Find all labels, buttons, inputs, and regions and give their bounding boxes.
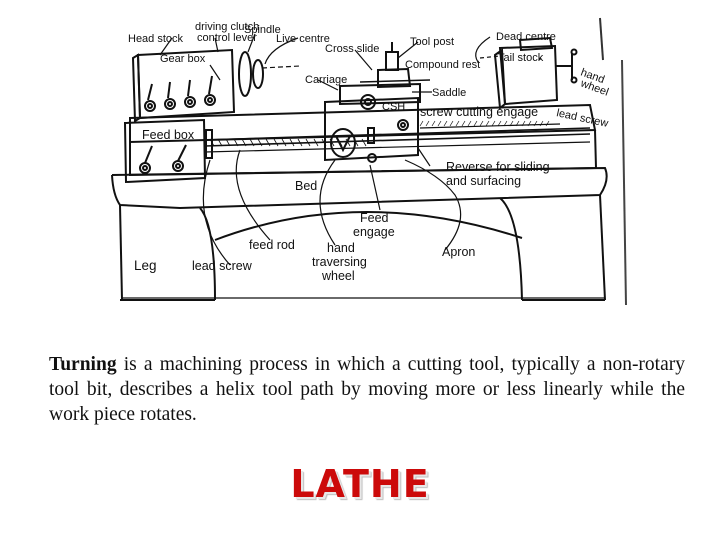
label-spindle: Spindle — [244, 24, 281, 36]
label-cross-slide: Cross slide — [325, 43, 379, 55]
caption-term: Turning — [49, 354, 117, 375]
label-dead-centre: Dead centre — [496, 31, 556, 43]
pointer-lines — [159, 33, 541, 266]
label-leg: Leg — [134, 258, 157, 273]
lathe-diagram: Head stock driving clutch control lever … — [111, 17, 627, 306]
tail-stock — [479, 36, 578, 110]
label-live-centre: Live centre — [276, 33, 330, 45]
label-lead-screw-top: lead screw — [555, 107, 609, 130]
label-hand-traversing-line3: wheel — [321, 269, 355, 283]
lead-screw — [204, 120, 591, 153]
label-saddle: Saddle — [432, 87, 466, 99]
label-head-stock: Head stock — [128, 33, 184, 45]
label-apron: Apron — [442, 245, 475, 259]
label-screw-cutting-engage: screw cutting engage — [420, 105, 538, 119]
label-tool-post: Tool post — [410, 36, 454, 48]
label-lead-screw-bottom: lead screw — [192, 259, 253, 273]
carriage — [324, 82, 421, 163]
label-compound-rest: Compound rest — [405, 59, 480, 71]
label-hand-traversing-line1: hand — [327, 241, 355, 255]
label-feed-rod: feed rod — [249, 238, 295, 252]
label-tail-stock: Tail stock — [498, 52, 544, 64]
lathe-bed — [111, 103, 608, 301]
caption: Turning is a machining process in which … — [49, 352, 685, 427]
label-feed-box: Feed box — [142, 128, 195, 142]
page-title: LATHE — [290, 462, 430, 506]
label-driving-clutch-line2: control lever — [197, 32, 257, 44]
tool-post — [359, 42, 431, 89]
label-csh: CSH — [382, 101, 405, 113]
head-stock — [131, 48, 236, 123]
label-feed-engage-line2: engage — [353, 225, 395, 239]
label-reverse-line2: and surfacing — [446, 174, 521, 188]
label-hand-traversing-line2: traversing — [312, 255, 367, 269]
label-feed-engage-line1: Feed — [360, 211, 389, 225]
label-bed: Bed — [295, 179, 317, 193]
spindle — [238, 51, 301, 97]
label-gear-box: Gear box — [160, 53, 206, 65]
label-carriage: Carriage — [305, 74, 347, 86]
label-reverse-line1: Reverse for sliding — [446, 160, 550, 174]
label-driving-clutch-line1: driving clutch — [195, 21, 259, 33]
caption-text: is a machining process in which a cuttin… — [49, 354, 685, 425]
